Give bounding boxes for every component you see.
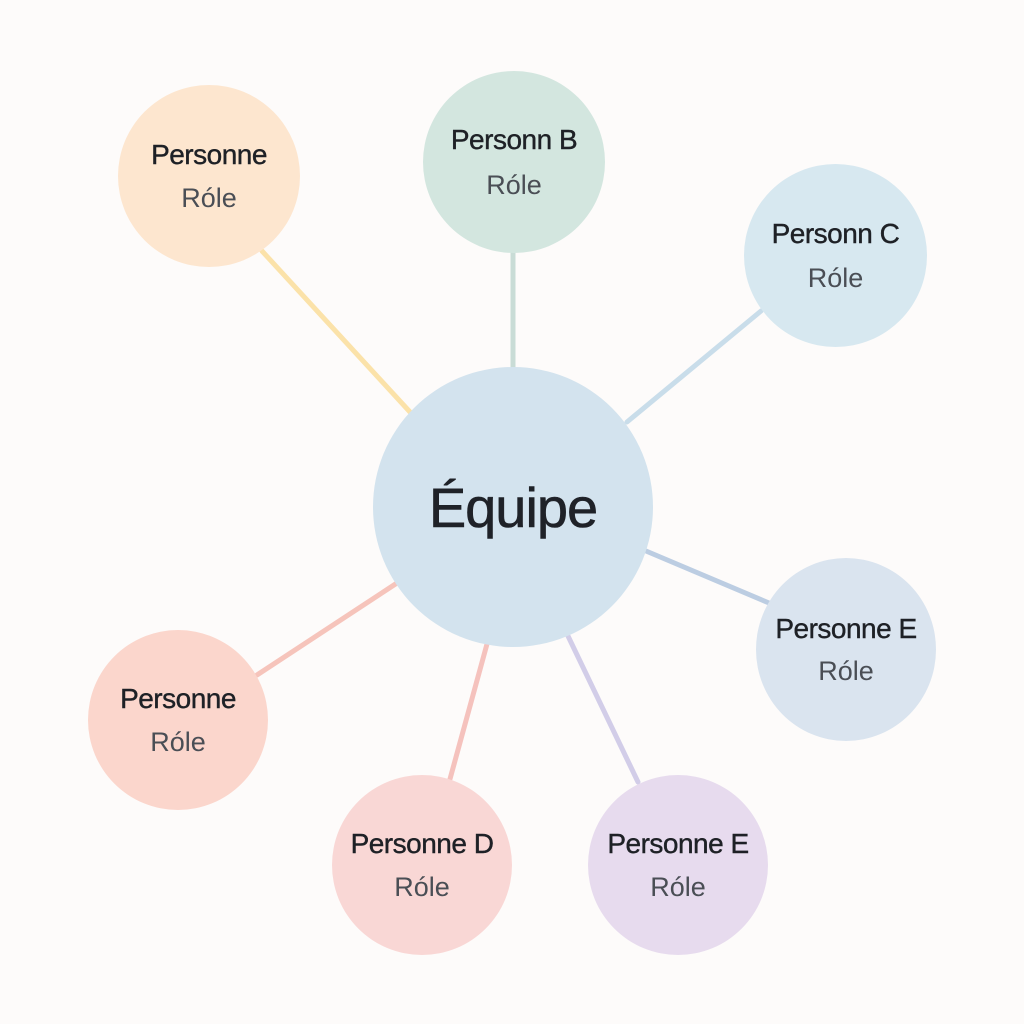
- member-name: Personne E: [607, 828, 749, 859]
- center-node-label: Équipe: [428, 475, 599, 539]
- member-role: Róle: [150, 726, 206, 757]
- link-node-e1: [643, 548, 772, 606]
- link-node-f: [254, 580, 400, 678]
- member-role: Róle: [650, 871, 706, 902]
- member-role: Róle: [818, 656, 874, 687]
- link-node-c: [624, 308, 764, 425]
- member-name: Personn C: [771, 217, 900, 249]
- member-node-e-right[interactable]: Personne E Róle: [756, 558, 936, 741]
- member-node-e-bottom[interactable]: Personne E Róle: [588, 775, 768, 955]
- member-name: Personne: [120, 683, 237, 714]
- member-role: Róle: [394, 871, 450, 902]
- member-node-d[interactable]: Personne D Róle: [332, 775, 512, 955]
- member-node-c[interactable]: Personn C Róle: [744, 164, 927, 347]
- member-role: Róle: [807, 263, 864, 294]
- member-role: Róle: [181, 182, 237, 213]
- member-node-f[interactable]: Personne Róle: [88, 630, 268, 810]
- member-name: Personne D: [350, 828, 494, 859]
- member-name: Personne E: [775, 612, 917, 644]
- member-role: Róle: [486, 169, 542, 200]
- link-node-e2: [565, 633, 641, 785]
- member-name: Personn B: [450, 124, 578, 155]
- link-node-d: [447, 641, 490, 782]
- link-node-a: [259, 248, 413, 415]
- member-node-a[interactable]: Personne Róle: [118, 85, 300, 267]
- member-node-b[interactable]: Personn B Róle: [423, 71, 605, 253]
- member-name: Personne: [151, 139, 268, 170]
- center-node-equipe[interactable]: Équipe: [373, 367, 653, 647]
